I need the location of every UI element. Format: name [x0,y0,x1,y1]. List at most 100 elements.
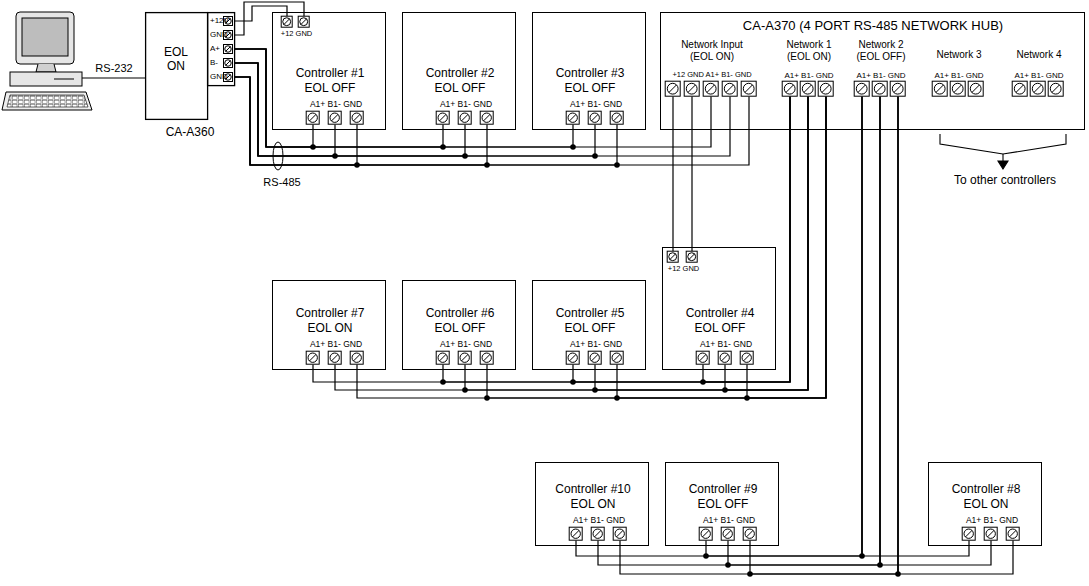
port-name: Network Input (EOL ON) [670,39,754,62]
eol-setting: EOL OFF [698,498,749,512]
rs485-wire [859,97,1013,577]
wire [598,97,880,566]
other-controllers-bracket [940,134,1066,169]
terminal-labels: A1+ B1- GND [310,340,362,350]
screw-terminal [610,351,623,364]
screw-terminal [932,81,947,96]
terminal-label: A+ [210,44,220,53]
screw-terminal [588,351,601,364]
rs485-wire [576,97,898,575]
controller-box: Controller #6EOL OFFA1+ B1- GND [402,280,516,370]
terminal-labels: A1+ B1- GND [700,340,752,350]
screw-terminal [800,81,815,96]
screw-terminal [224,45,233,54]
controller-box: Controller #9EOL OFFA1+ B1- GND [665,462,779,546]
terminal-labels: A1+ B1- GND [570,340,622,350]
wire [235,77,749,165]
screw-terminal [872,81,887,96]
screw-terminal [1012,81,1027,96]
eol-setting: EOL ON [308,322,353,336]
wire [750,97,898,575]
controller-name: Controller #2 [426,67,495,81]
wire-label: RS-485 [263,176,300,189]
screw-terminal [566,111,579,124]
terminal-labels: A1+ B1- GND [934,71,983,80]
wire-label: To other controllers [954,174,1056,188]
eol-setting: EOL OFF [695,322,746,336]
screw-terminal [480,111,493,124]
converter-box: EOL ON+12VGNDA+B-GNDCA-A360 [145,12,235,120]
screw-terminal [224,59,233,68]
wire [672,97,673,252]
screw-terminal [1048,81,1063,96]
controller-box: Controller #5EOL OFF A1+ B1- GND [532,280,646,370]
terminal-labels: A1+ B1- GND [703,516,755,526]
screw-terminal [566,351,579,364]
port-name: Network 3 [936,49,981,61]
wire [595,97,808,391]
power-terminal-labels: +12 GND [281,30,312,39]
wire [487,97,826,399]
screw-terminal [854,81,869,96]
screw-terminal [569,527,582,540]
screw-terminal [718,351,731,364]
wire [235,49,573,147]
eol-setting: EOL OFF [435,322,486,336]
eol-setting: EOL OFF [305,82,356,96]
rs232-cable [82,77,145,78]
screw-terminal [782,81,797,96]
eol-setting: EOL OFF [435,82,486,96]
screw-terminal [436,351,449,364]
rs485-wire [235,49,749,165]
screw-terminal [480,351,493,364]
controller-name: Controller #6 [426,307,495,321]
port-name: Network 2 (EOL OFF) [848,39,914,62]
terminal-label: GND [210,30,228,39]
screw-terminal [818,81,833,96]
rs485-wire [440,97,826,401]
wire [235,77,357,165]
terminal-art [145,12,235,120]
controller-name: Controller #10 [555,483,630,497]
screw-terminal [1006,527,1019,540]
terminal-label: B- [210,58,218,67]
screw-terminal [703,81,718,96]
terminal-labels: A1+ B1- GND [310,100,362,110]
controller-box: Controller #10EOL ONA1+ B1- GND [535,462,649,546]
terminal-label: GND [210,72,228,81]
screw-terminal [350,351,363,364]
rs485-wire [700,97,826,401]
controller-box: Controller #4EOL OFFA1+ B1- GND+12 GND [662,247,776,370]
eol-setting: EOL OFF [565,322,616,336]
controller-box: Controller #2EOL OFF A1+ B1- GND [402,12,516,130]
screw-terminal [588,111,601,124]
wire [235,49,711,147]
rs485-wire [570,97,826,401]
terminal-labels: A1+ B1- GND [784,71,833,80]
screw-terminal [613,527,626,540]
screw-terminal [306,111,319,124]
controller-box: Controller #7EOL ONA1+ B1- GND [272,280,386,370]
controller-name: Controller #3 [556,67,625,81]
wire [620,97,898,575]
controller-name: Controller #5 [556,307,625,321]
wire [235,63,730,156]
controller-box: Controller #3EOL OFFA1+ B1- GND [532,12,646,130]
terminal-labels: A1+ B1- GND [573,516,625,526]
power-wire [673,97,692,252]
screw-terminal [281,16,292,27]
wire [335,97,808,391]
device-name: CA-A360 [166,126,215,140]
port-name: Network 1 (EOL ON) [777,39,841,62]
terminal-labels: A1+ B1- GND [440,100,492,110]
wire [313,97,790,383]
screw-terminal [328,351,341,364]
controller-box: Controller #8EOL ONA1+ B1- GND [928,462,1042,546]
wire [465,97,808,391]
screw-terminal [740,351,753,364]
controller-name: Controller #8 [952,483,1021,497]
screw-terminal [684,81,699,96]
screw-terminal [890,81,905,96]
screw-terminal [962,527,975,540]
